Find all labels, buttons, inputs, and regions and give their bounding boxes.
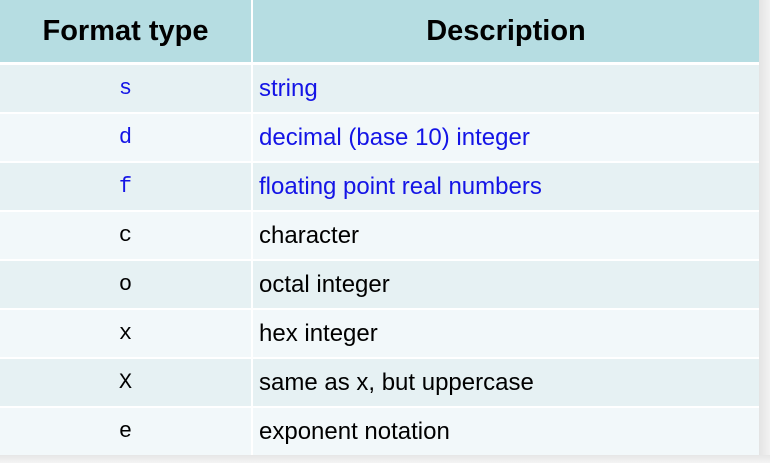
table-row: o octal integer <box>0 261 759 310</box>
table-body: s string d decimal (base 10) integer f f… <box>0 65 759 457</box>
description-cell: octal integer <box>251 261 759 310</box>
description-cell: hex integer <box>251 310 759 359</box>
table-row: c character <box>0 212 759 261</box>
bottom-shadow-edge <box>0 455 770 463</box>
format-type-cell: x <box>0 310 251 359</box>
table-row: X same as x, but uppercase <box>0 359 759 408</box>
header-format-type: Format type <box>0 0 251 65</box>
table-row: x hex integer <box>0 310 759 359</box>
right-shadow-edge <box>759 0 770 463</box>
format-type-cell: s <box>0 65 251 114</box>
header-description: Description <box>251 0 759 65</box>
table-row: e exponent notation <box>0 408 759 457</box>
format-type-cell: e <box>0 408 251 457</box>
table-row: f floating point real numbers <box>0 163 759 212</box>
table-header-row: Format type Description <box>0 0 759 65</box>
description-cell: same as x, but uppercase <box>251 359 759 408</box>
description-cell: exponent notation <box>251 408 759 457</box>
description-cell: floating point real numbers <box>251 163 759 212</box>
format-type-cell: f <box>0 163 251 212</box>
description-cell: character <box>251 212 759 261</box>
format-type-cell: o <box>0 261 251 310</box>
table-row: d decimal (base 10) integer <box>0 114 759 163</box>
description-cell: decimal (base 10) integer <box>251 114 759 163</box>
format-type-cell: X <box>0 359 251 408</box>
format-type-cell: d <box>0 114 251 163</box>
format-type-table: Format type Description s string d decim… <box>0 0 759 457</box>
table-row: s string <box>0 65 759 114</box>
description-cell: string <box>251 65 759 114</box>
format-type-cell: c <box>0 212 251 261</box>
